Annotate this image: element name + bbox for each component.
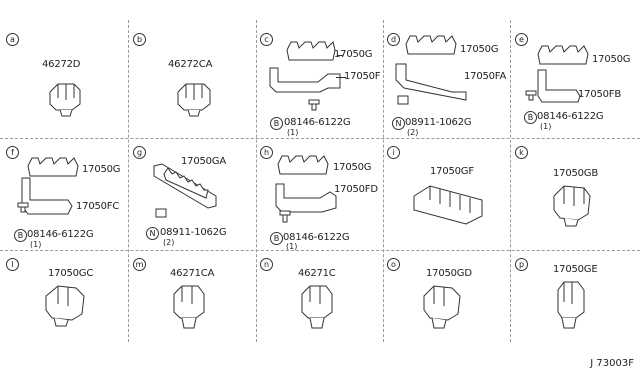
cell-b-clip-drawing [177, 83, 211, 117]
cell-e-part-number-2: 17050FB [578, 89, 622, 100]
cell-e-bolt-symbol: B [524, 111, 537, 124]
cell-f-part-number-1: 17050G [82, 164, 121, 175]
grid-divider [383, 20, 384, 342]
cell-a-letter: a [6, 33, 19, 46]
nut-icon [155, 208, 167, 218]
bolt-icon [525, 90, 537, 101]
cell-c-bolt-number: 08146-6122G [284, 117, 351, 128]
cell-d-comb-clip-drawing [405, 35, 457, 55]
bolt-icon [308, 99, 320, 111]
cell-d-letter: d [387, 33, 400, 46]
cell-g-bracket-clip-drawing [153, 163, 217, 209]
cell-c-bolt-qty: (1) [287, 128, 299, 137]
cell-e-bracket-drawing [537, 69, 581, 103]
cell-d-bolt-symbol: N [392, 117, 405, 130]
cell-c-bolt-symbol: B [270, 117, 283, 130]
cell-o-clip-drawing [423, 285, 461, 329]
cell-a-part-number: 46272D [42, 59, 81, 70]
cell-l-clip-drawing [45, 285, 85, 327]
cell-f-letter: f [6, 146, 19, 159]
cell-h-bolt-qty: (1) [286, 242, 298, 251]
cell-h-bolt-symbol: B [270, 232, 283, 245]
cell-d-bolt-qty: (2) [407, 128, 419, 137]
cell-f-bolt-symbol: B [14, 229, 27, 242]
cell-m-letter: m [133, 258, 146, 271]
cell-n-letter: n [260, 258, 273, 271]
cell-f-bolt-qty: (1) [30, 240, 42, 249]
cell-k-part-number: 17050GB [553, 168, 599, 179]
grid-divider [256, 20, 257, 342]
cell-k-letter: k [515, 146, 528, 159]
bolt-icon [17, 202, 29, 213]
cell-h-part-number-2: 17050FD [334, 184, 378, 195]
cell-c-comb-clip-drawing [286, 41, 336, 61]
cell-p-letter: p [515, 258, 528, 271]
cell-g-bolt-qty: (2) [163, 238, 175, 247]
cell-g-letter: g [133, 146, 146, 159]
cell-d-part-number-1: 17050G [460, 44, 499, 55]
cell-n-clip-drawing [301, 285, 333, 329]
cell-h-bolt-number: 08146-6122G [283, 232, 350, 243]
cell-m-part-number: 46271CA [170, 268, 215, 279]
cell-f-comb-clip-drawing [27, 157, 79, 177]
cell-l-part-number: 17050GC [48, 268, 94, 279]
cell-c-part-number-2: 17050F [344, 71, 381, 82]
cell-b-letter: b [133, 33, 146, 46]
cell-p-part-number: 17050GE [553, 264, 598, 275]
cell-i-part-number: 17050GF [430, 166, 474, 177]
cell-e-part-number-1: 17050G [592, 54, 631, 65]
cell-e-bolt-qty: (1) [540, 122, 552, 131]
leader-line [337, 55, 343, 56]
grid-divider [0, 138, 640, 139]
cell-o-letter: o [387, 258, 400, 271]
cell-c-bracket-drawing [269, 67, 341, 93]
grid-divider [0, 250, 640, 251]
bolt-icon [279, 210, 291, 223]
grid-divider [128, 20, 129, 342]
cell-d-part-number-2: 17050FA [464, 71, 507, 82]
cell-b-part-number: 46272CA [168, 59, 213, 70]
cell-h-part-number-1: 17050G [333, 162, 372, 173]
cell-c-letter: c [260, 33, 273, 46]
cell-d-bracket-drawing [395, 63, 467, 101]
cell-f-bolt-number: 08146-6122G [27, 229, 94, 240]
cell-n-part-number: 46271C [298, 268, 336, 279]
cell-o-part-number: 17050GD [426, 268, 472, 279]
cell-k-clip-drawing [553, 185, 591, 227]
cell-i-letter: i [387, 146, 400, 159]
grid-divider [510, 20, 511, 342]
cell-i-clip-block-drawing [413, 185, 483, 225]
cell-d-bolt-number: 08911-1062G [405, 117, 472, 128]
cell-f-part-number-2: 17050FC [76, 201, 120, 212]
diagram-code: J 73003F [590, 358, 634, 369]
cell-g-part-number: 17050GA [181, 156, 227, 167]
cell-g-bolt-symbol: N [146, 227, 159, 240]
cell-e-bolt-number: 08146-6122G [537, 111, 604, 122]
cell-h-comb-clip-drawing [277, 155, 329, 175]
nut-icon [397, 95, 409, 105]
cell-c-part-number-1: 17050G [334, 49, 373, 60]
cell-p-clip-drawing [557, 281, 585, 329]
cell-h-letter: h [260, 146, 273, 159]
cell-h-bracket-drawing [275, 183, 337, 213]
cell-g-bolt-number: 08911-1062G [160, 227, 227, 238]
cell-e-comb-clip-drawing [537, 45, 589, 65]
cell-a-clip-drawing [49, 83, 81, 117]
cell-l-letter: l [6, 258, 19, 271]
cell-e-letter: e [515, 33, 528, 46]
leader-line [336, 77, 346, 78]
cell-m-clip-drawing [173, 285, 205, 329]
